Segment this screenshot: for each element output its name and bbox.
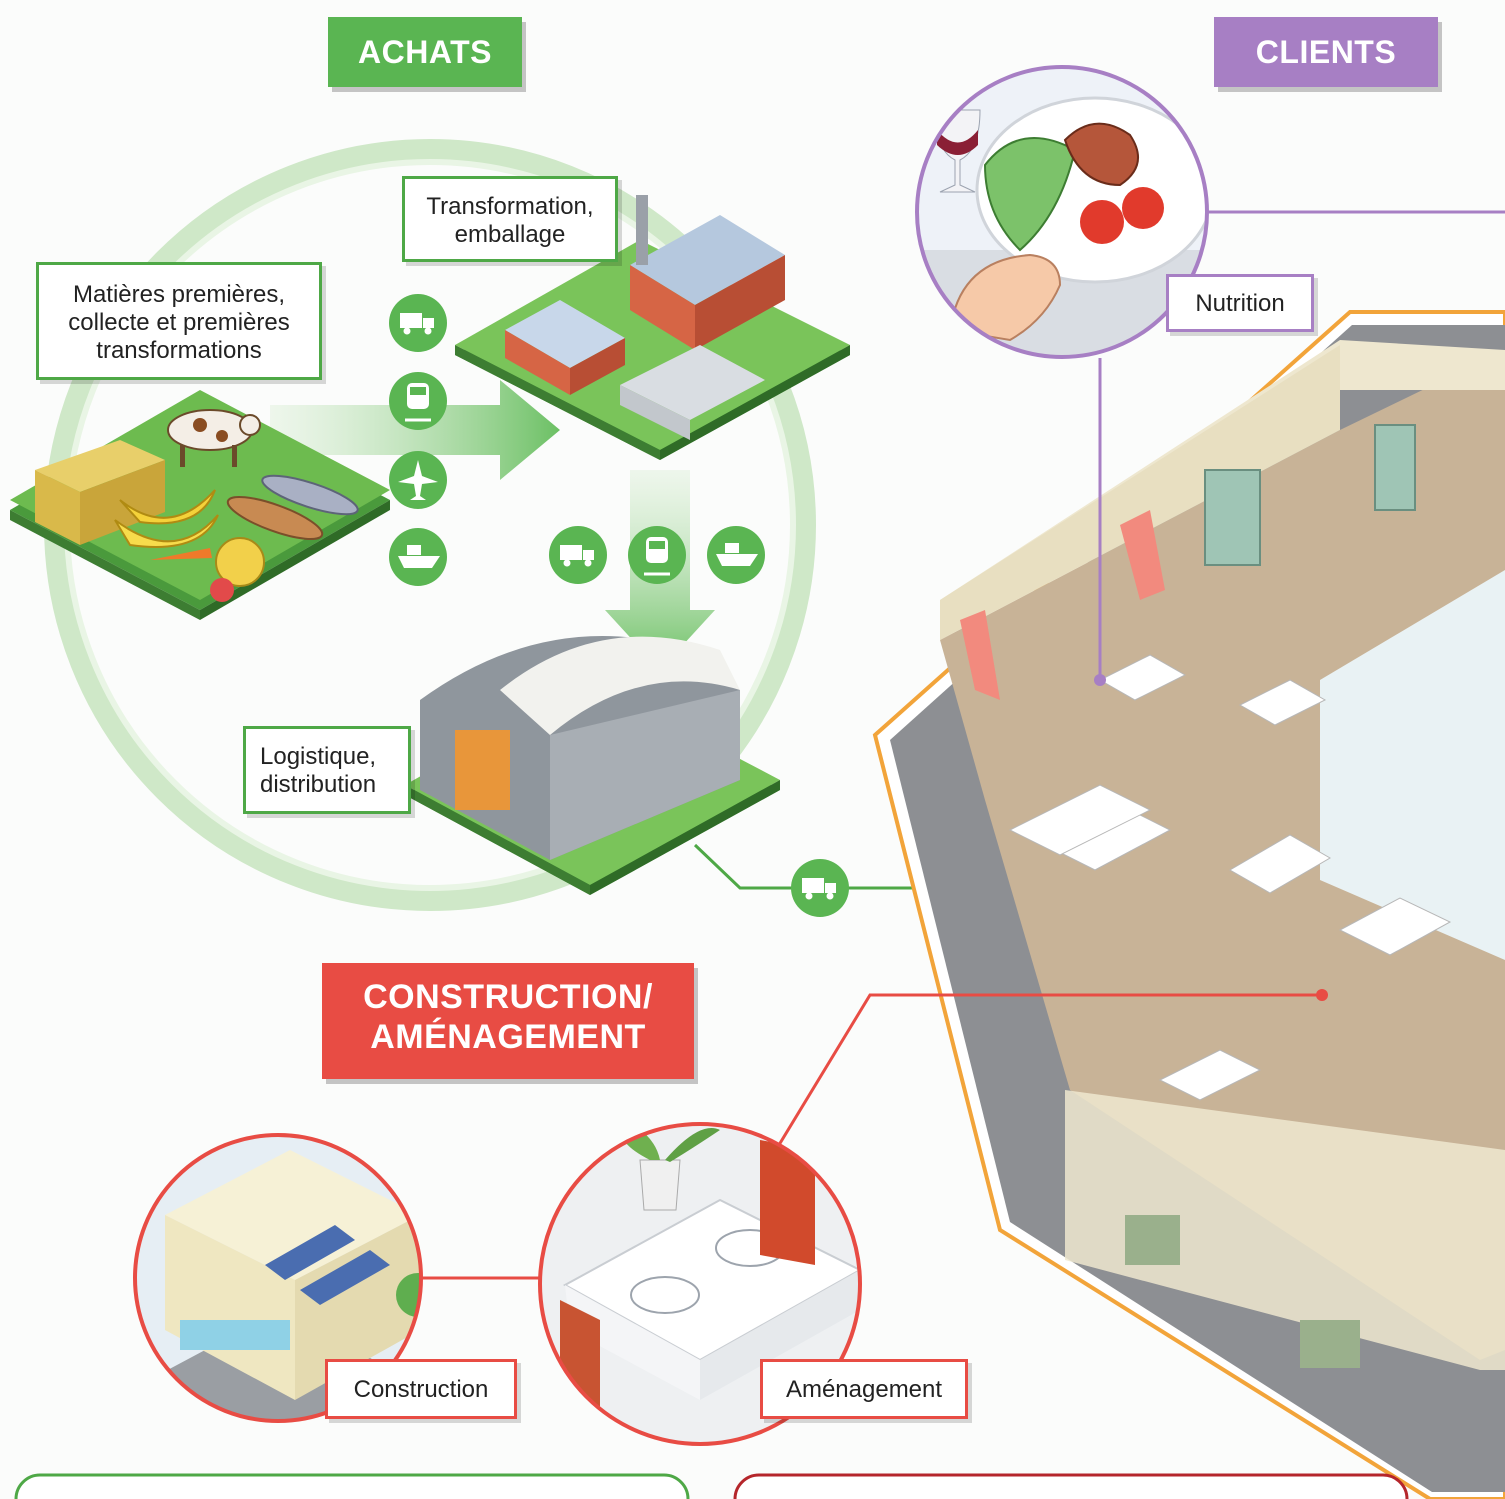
truck-icon xyxy=(791,859,849,917)
transformation-label-line2: emballage xyxy=(454,221,566,248)
achats-section-title: ACHATS xyxy=(328,17,522,87)
construction-section-title: CONSTRUCTION/ AMÉNAGEMENT xyxy=(322,963,694,1079)
raw-materials-label-line3: transformations xyxy=(96,337,262,364)
construction-title-line1: CONSTRUCTION/ xyxy=(363,978,653,1016)
plane-icon xyxy=(389,451,447,509)
achats-info-panel xyxy=(14,1473,690,1499)
flow-arrow-right xyxy=(270,380,560,480)
nutrition-label: Nutrition xyxy=(1166,274,1314,332)
construction-title-line2: AMÉNAGEMENT xyxy=(370,1018,646,1056)
restaurant-illustration xyxy=(872,310,1505,1499)
train-icon xyxy=(389,372,447,430)
raw-materials-illustration xyxy=(10,390,390,620)
ship-icon xyxy=(707,526,765,584)
transformation-label: Transformation, emballage xyxy=(402,176,618,262)
train-icon xyxy=(628,526,686,584)
logistics-label-line2: distribution xyxy=(260,771,377,798)
supply-connector xyxy=(693,843,985,890)
amenagement-label: Aménagement xyxy=(760,1359,968,1419)
ship-icon xyxy=(389,528,447,586)
construction-label: Construction xyxy=(325,1359,517,1419)
truck-icon xyxy=(389,294,447,352)
construction-circle xyxy=(133,1133,423,1423)
construction-info-panel xyxy=(733,1473,1409,1499)
raw-materials-label: Matières premières, collecte et première… xyxy=(36,262,322,380)
warehouse-illustration xyxy=(405,636,780,895)
raw-materials-label-line2: collecte et premières xyxy=(68,309,290,336)
factory-illustration xyxy=(455,195,850,460)
logistics-label-line1: Logistique, xyxy=(260,743,377,770)
truck-icon xyxy=(549,526,607,584)
raw-materials-label-line1: Matières premières, xyxy=(72,281,286,308)
clients-section-title: CLIENTS xyxy=(1214,17,1438,87)
logistics-label: Logistique, distribution xyxy=(243,726,411,814)
transformation-label-line1: Transformation, xyxy=(426,193,594,220)
